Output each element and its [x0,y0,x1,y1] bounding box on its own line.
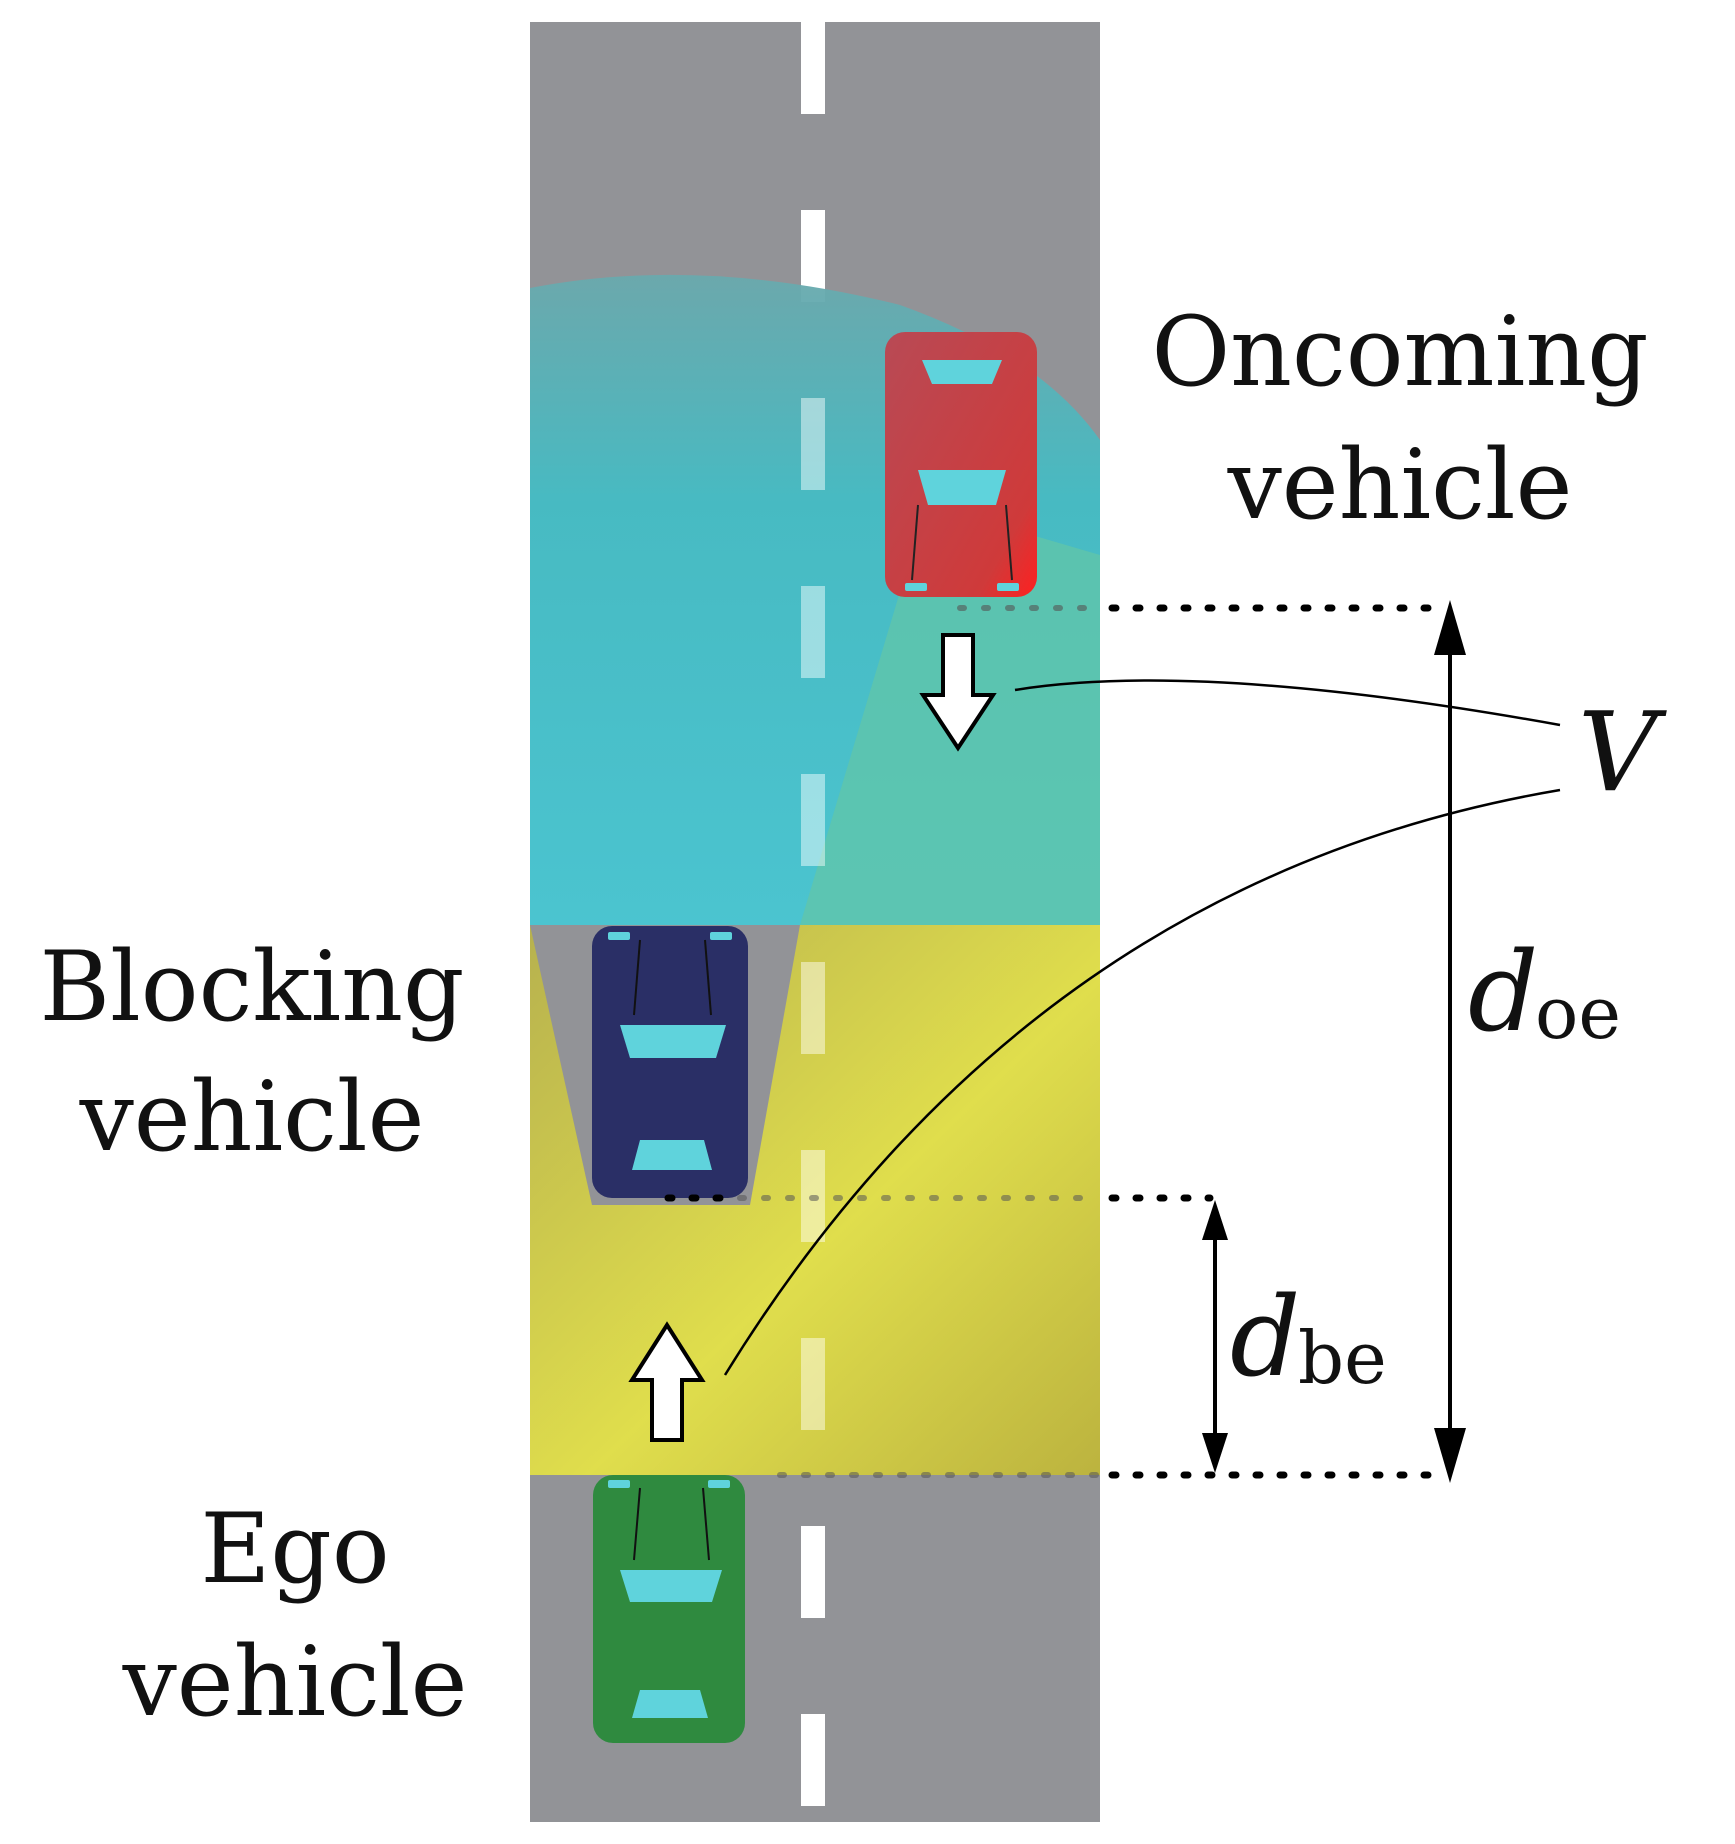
velocity-symbol: V [1578,688,1667,816]
d-be-symbol: d [1230,1273,1300,1401]
d-oe-dimension-arrow [1434,600,1466,1483]
ego-vehicle-label-line2: vehicle [122,1626,468,1738]
d-oe-subscript: oe [1535,971,1621,1055]
velocity-leader-lines [723,679,1561,1376]
oncoming-vehicle-label-line2: vehicle [1227,429,1573,541]
center-lane-marking-overlay [801,398,825,1430]
oncoming-vehicle-icon [885,332,1037,597]
d-oe-symbol: d [1468,928,1538,1056]
ego-vehicle-label-line1: Ego [200,1493,389,1605]
oncoming-vehicle-label-line1: Oncoming [1151,296,1648,408]
blocking-vehicle-label-line2: vehicle [79,1061,425,1173]
hollow-arrow-down-icon [919,633,997,752]
d-be-subscript: be [1298,1316,1387,1400]
ego-vehicle-icon [593,1475,745,1743]
blocking-vehicle-icon [592,926,748,1198]
hollow-arrow-up-icon [628,1321,706,1442]
blocking-vehicle-label-line1: Blocking [40,931,465,1043]
d-be-dimension-arrow [1202,1200,1228,1473]
dotted-reference-lines [664,604,1444,1479]
